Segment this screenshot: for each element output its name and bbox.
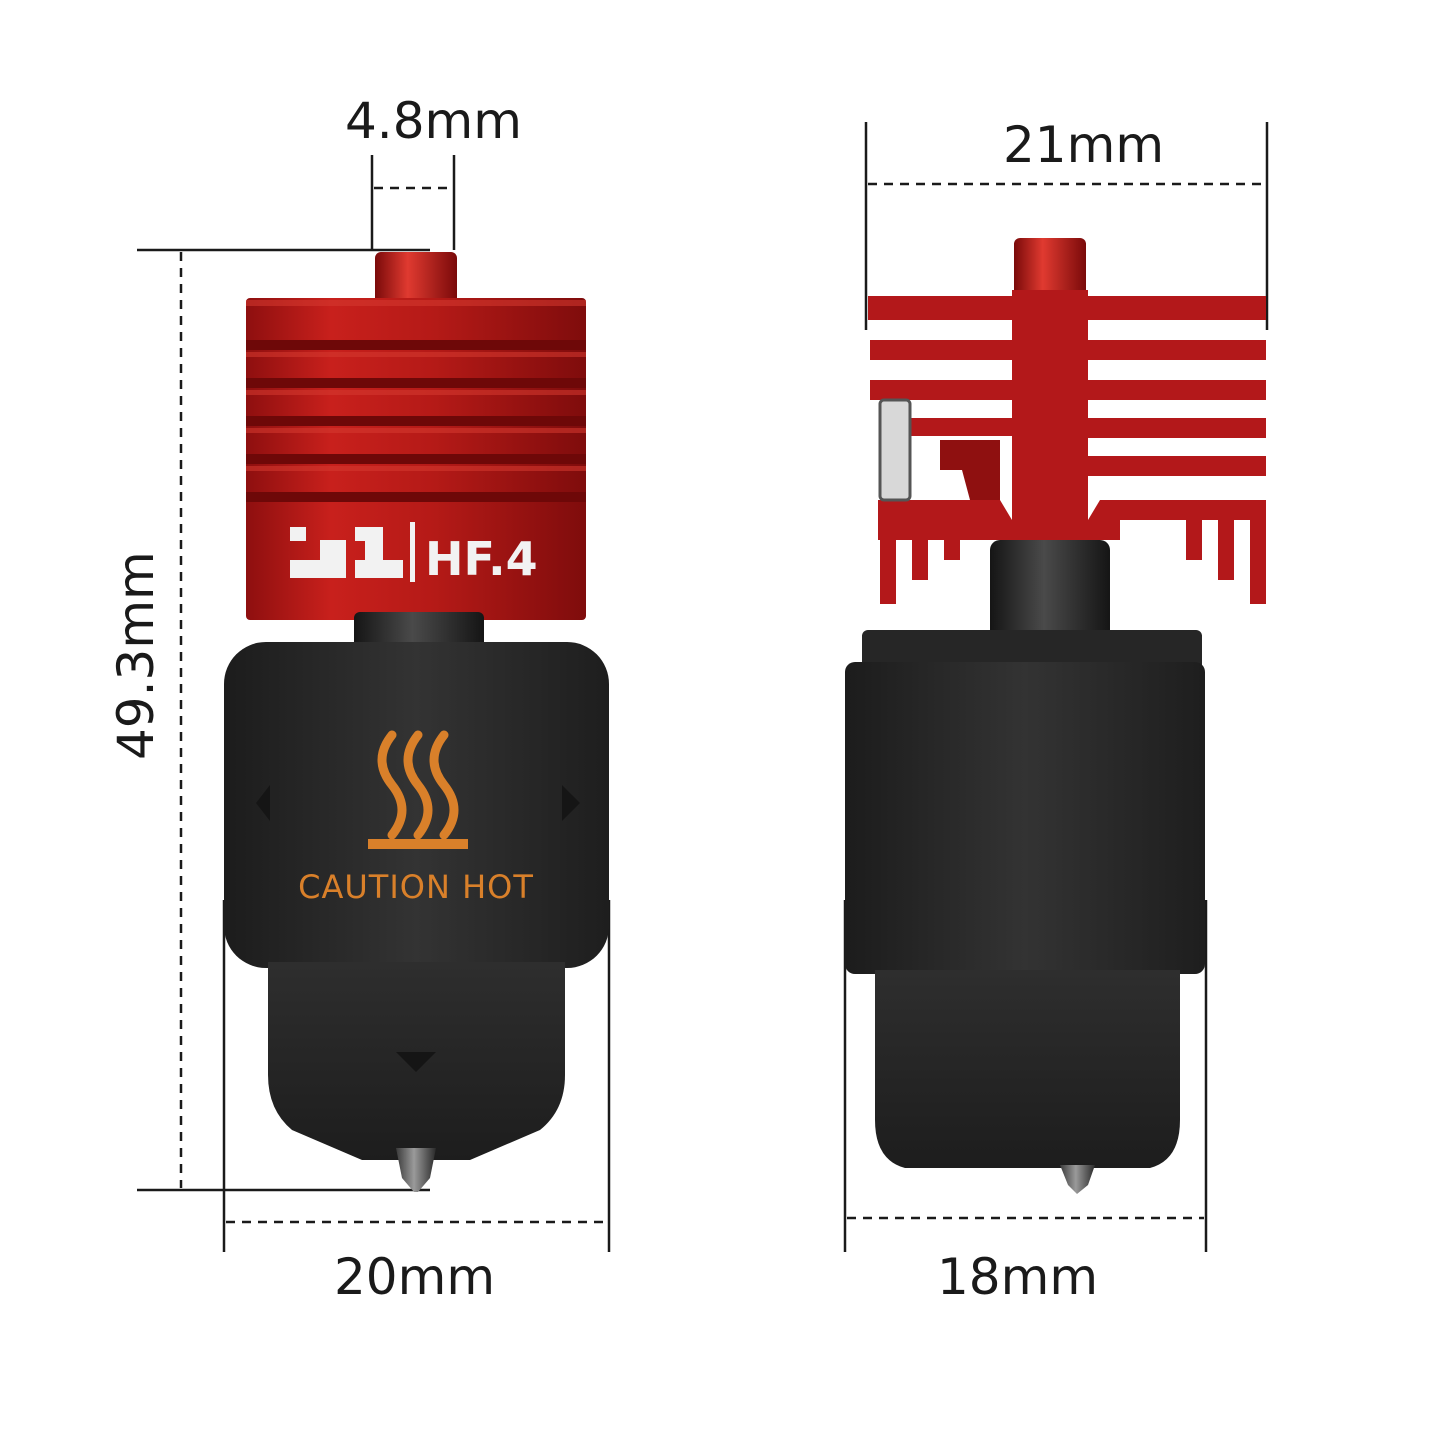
side-silicone-sock xyxy=(845,630,1205,1168)
side-view xyxy=(843,122,1269,1252)
thermistor-connector xyxy=(878,398,912,502)
warning-label: CAUTION HOT xyxy=(298,868,534,906)
heat-warning-icon xyxy=(368,730,468,849)
dimension-front-width xyxy=(222,900,611,1252)
triangle-right-icon xyxy=(562,785,580,821)
side-heatbreak-throat xyxy=(990,540,1110,650)
dimension-heatsink-width xyxy=(864,122,1269,330)
triangle-down-icon xyxy=(396,1052,436,1072)
label-total-height: 49.3mm xyxy=(107,551,165,760)
side-filament-inlet xyxy=(1014,238,1086,300)
brand-logo xyxy=(290,522,415,582)
side-heatsink xyxy=(868,290,1266,604)
dimension-inlet-width xyxy=(370,155,456,250)
label-inlet-width: 4.8mm xyxy=(345,92,522,150)
heatsink-badge: HF.4 xyxy=(425,532,538,586)
front-view: HF.4 CAUTION HOT xyxy=(137,155,611,1252)
filament-inlet xyxy=(375,252,457,304)
label-front-width: 20mm xyxy=(334,1248,496,1306)
silicone-sock: CAUTION HOT xyxy=(224,642,609,1160)
label-side-width: 18mm xyxy=(937,1248,1099,1306)
label-heatsink-width: 21mm xyxy=(1003,116,1165,174)
side-nozzle xyxy=(1060,1165,1095,1194)
dimension-total-height xyxy=(137,248,430,1192)
heatsink: HF.4 xyxy=(246,298,586,620)
nozzle xyxy=(396,1148,436,1192)
triangle-left-icon xyxy=(256,785,270,821)
